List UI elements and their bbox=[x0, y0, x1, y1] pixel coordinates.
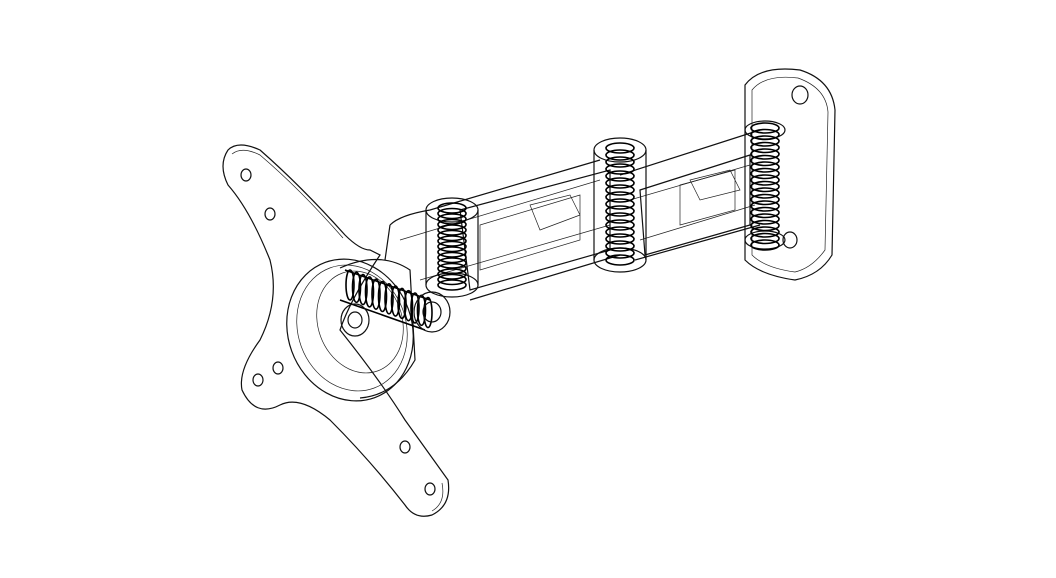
spring-coil bbox=[437, 251, 467, 264]
spring-coil bbox=[605, 198, 635, 210]
spring-coil bbox=[605, 191, 635, 203]
spring-coil bbox=[437, 273, 467, 286]
spring-coil bbox=[384, 282, 394, 315]
spring-coil bbox=[377, 280, 388, 313]
spring-coil bbox=[750, 187, 780, 199]
spring-coil bbox=[605, 205, 635, 217]
spring-coil bbox=[437, 202, 467, 214]
spring-coil bbox=[750, 226, 780, 238]
spring-coil bbox=[750, 219, 780, 232]
spring-coil bbox=[437, 257, 467, 269]
spring-coil bbox=[750, 200, 780, 212]
spring-coil bbox=[605, 156, 635, 168]
spring-coil bbox=[750, 122, 780, 134]
spring-coil bbox=[403, 289, 414, 322]
spring-coil bbox=[410, 292, 420, 324]
spring-coil bbox=[750, 213, 780, 225]
spring-coil bbox=[437, 246, 467, 258]
wall-bracket bbox=[744, 68, 836, 281]
spring-coil bbox=[345, 269, 355, 301]
spring-coil bbox=[605, 184, 635, 196]
spring-coil bbox=[605, 163, 635, 175]
spring-coil bbox=[390, 285, 401, 317]
mounting-holes bbox=[240, 168, 436, 496]
spring-coil bbox=[750, 232, 780, 245]
spring-coil bbox=[364, 276, 375, 308]
elbow-joint-2 bbox=[593, 137, 647, 273]
spring-coil bbox=[605, 219, 635, 231]
spring-coil bbox=[750, 128, 780, 141]
spring-coil bbox=[750, 206, 780, 219]
spring-coil bbox=[437, 218, 467, 231]
spring-coil bbox=[605, 254, 635, 266]
spring-coil bbox=[605, 177, 635, 189]
tilt-axle-spring bbox=[339, 269, 451, 337]
spring-coil bbox=[605, 212, 635, 224]
spring-coil bbox=[605, 170, 635, 182]
spring-coil bbox=[605, 247, 635, 259]
spring-coil bbox=[750, 154, 780, 167]
spring-coil bbox=[437, 235, 467, 247]
spring-coil bbox=[358, 273, 368, 306]
spring-coil bbox=[605, 233, 635, 245]
spring-coil bbox=[437, 229, 467, 242]
spring-coil bbox=[750, 148, 780, 160]
spring-coil bbox=[605, 240, 635, 252]
spring-coil bbox=[437, 240, 467, 253]
arm-segment-inner bbox=[384, 159, 621, 301]
spring-coil bbox=[750, 141, 780, 154]
spring-coil bbox=[750, 193, 780, 206]
spring-coil bbox=[605, 149, 635, 161]
spring-coil bbox=[371, 278, 381, 311]
spring-coil bbox=[397, 287, 407, 320]
spring-coil bbox=[750, 161, 780, 173]
elbow-joint-1 bbox=[425, 197, 479, 298]
spring-coil bbox=[437, 213, 467, 225]
spring-coil bbox=[437, 279, 467, 291]
spring-coil bbox=[605, 142, 635, 154]
spring-coil bbox=[750, 167, 780, 180]
tilt-hub bbox=[286, 258, 416, 402]
spring-coil bbox=[437, 224, 467, 236]
spring-coil bbox=[750, 239, 780, 251]
spring-coil bbox=[605, 226, 635, 238]
spring-coil bbox=[750, 174, 780, 186]
spring-coil bbox=[750, 135, 780, 147]
arm-segment-outer bbox=[619, 129, 761, 261]
vesa-mounting-plate bbox=[222, 144, 450, 517]
spring-coil bbox=[423, 296, 433, 329]
spring-coil bbox=[750, 180, 780, 193]
spring-coil bbox=[437, 268, 467, 280]
spring-coil bbox=[437, 207, 467, 220]
spring-coil bbox=[437, 262, 467, 275]
spring-coil bbox=[351, 271, 362, 304]
